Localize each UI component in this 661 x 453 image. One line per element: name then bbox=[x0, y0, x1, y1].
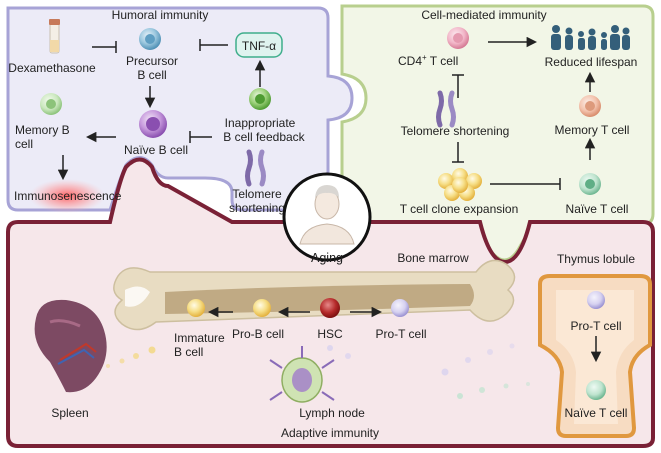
naive-b-label: Naïve B cell bbox=[124, 143, 188, 157]
cd4-t-cell-label: CD4+ T cell bbox=[398, 53, 458, 68]
thymus-pro-t-label: Pro-T cell bbox=[570, 319, 621, 333]
dexamethasone-label: Dexamethasone bbox=[8, 61, 96, 75]
immature-b-label-1: Immature bbox=[174, 331, 225, 345]
bone-marrow-label: Bone marrow bbox=[397, 251, 469, 265]
thymus-naive-t-label: Naïve T cell bbox=[565, 406, 628, 420]
chromosome-humoral-icon bbox=[245, 149, 266, 187]
chromosome-cellular-icon bbox=[436, 90, 456, 128]
immunosenescence-label: Immunosenescence bbox=[14, 189, 122, 203]
dexamethasone-vial-icon bbox=[49, 19, 60, 54]
thymus-naive-t-icon bbox=[586, 380, 606, 400]
clone-expansion-label: T cell clone expansion bbox=[400, 202, 519, 216]
migrating-cells-trail bbox=[106, 343, 530, 399]
pro-t-cell-bone-icon bbox=[391, 299, 409, 317]
naive-t-cell-label: Naïve T cell bbox=[566, 202, 629, 216]
hsc-icon bbox=[320, 298, 340, 318]
cell-mediated-title: Cell-mediated immunity bbox=[421, 8, 546, 22]
memory-b-label-1: Memory B bbox=[15, 123, 70, 137]
tnf-alpha-label: TNF-α bbox=[242, 39, 276, 53]
immature-b-label-2: B cell bbox=[174, 345, 203, 359]
immature-b-cell-bone-icon bbox=[187, 299, 205, 317]
lymph-node-icon bbox=[269, 346, 335, 403]
t-cell-clone-cluster-icon bbox=[438, 168, 482, 201]
pro-t-label: Pro-T cell bbox=[375, 327, 426, 341]
elderly-person-icon bbox=[299, 185, 355, 245]
telomere-humoral-label-1: Telomere bbox=[232, 187, 282, 201]
reduced-lifespan-label: Reduced lifespan bbox=[545, 55, 638, 69]
memory-t-cell-label: Memory T cell bbox=[555, 123, 630, 137]
spleen-icon bbox=[34, 299, 107, 393]
memory-b-label-2: cell bbox=[15, 137, 33, 151]
aging-label: Aging bbox=[311, 251, 343, 265]
lymph-node-label: Lymph node bbox=[299, 406, 365, 420]
telomere-humoral-label-2: shortening bbox=[229, 201, 285, 215]
inappropriate-label-2: B cell feedback bbox=[223, 130, 305, 144]
precursor-b-label-1: Precursor bbox=[126, 54, 178, 68]
precursor-b-label-2: B cell bbox=[137, 68, 166, 82]
telomere-shortening-label: Telomere shortening bbox=[401, 124, 510, 138]
tnf-alpha-box bbox=[235, 32, 283, 58]
pro-b-cell-icon bbox=[253, 299, 271, 317]
family-people-icon bbox=[551, 25, 630, 50]
hsc-label: HSC bbox=[317, 327, 343, 341]
adaptive-immunity-title: Adaptive immunity bbox=[281, 426, 379, 440]
thymus-title: Thymus lobule bbox=[557, 252, 635, 266]
pro-b-label: Pro-B cell bbox=[232, 327, 284, 341]
spleen-label: Spleen bbox=[51, 406, 88, 420]
thymus-pro-t-icon bbox=[587, 291, 605, 309]
inappropriate-label-1: Inappropriate bbox=[225, 116, 296, 130]
immunosenescence-glow bbox=[29, 179, 105, 213]
humoral-title: Humoral immunity bbox=[112, 8, 209, 22]
